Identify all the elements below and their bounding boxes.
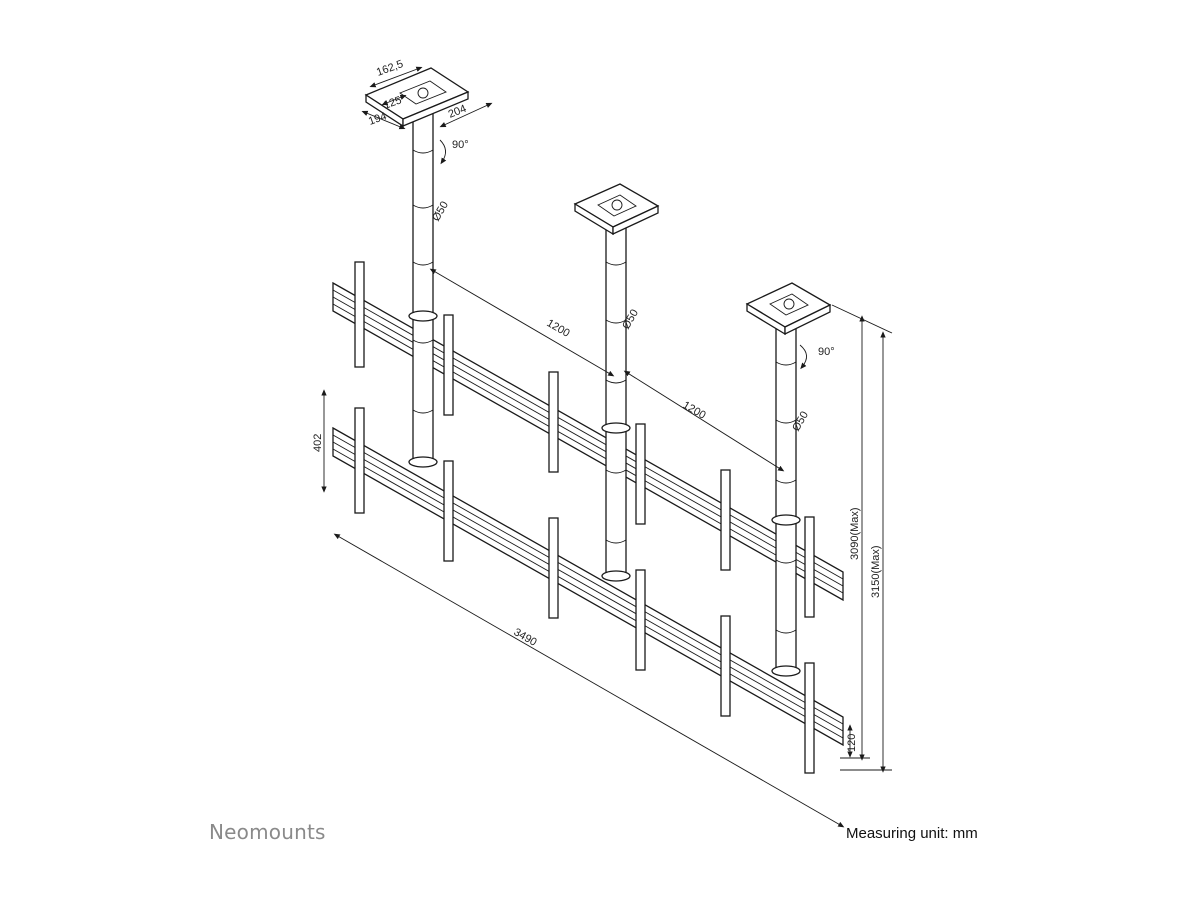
label-plate-b: 125 (382, 94, 403, 112)
pole-left (408, 112, 438, 468)
brand-logo-text: Neomounts (209, 820, 326, 844)
ceiling-plate-right (745, 282, 832, 336)
label-row-height: 402 (312, 434, 324, 452)
ceiling-plate-middle (573, 183, 660, 236)
plate-dimension-lines (361, 66, 493, 130)
pole-right (771, 321, 801, 677)
label-height-max-1: 3090(Max) (849, 507, 861, 560)
label-rotate-right: 90° (818, 346, 835, 358)
pole-middle (601, 221, 631, 582)
label-spacing-1: 1200 (545, 317, 572, 340)
lower-rail (332, 426, 844, 747)
label-spacing-2: 1200 (681, 399, 708, 422)
spacing-dimension-lines (429, 268, 785, 472)
width-dimension (333, 533, 845, 828)
label-rail-height: 120 (846, 734, 858, 752)
label-height-max-2: 3150(Max) (870, 545, 882, 598)
rotation-arrows (439, 139, 807, 370)
label-total-width: 3490 (512, 626, 539, 649)
upper-rail (332, 281, 844, 602)
label-rotate-left: 90° (452, 139, 469, 151)
label-plate-c: 194 (367, 110, 388, 128)
unit-note: Measuring unit: mm (846, 825, 978, 842)
height-dimensions (831, 304, 893, 773)
